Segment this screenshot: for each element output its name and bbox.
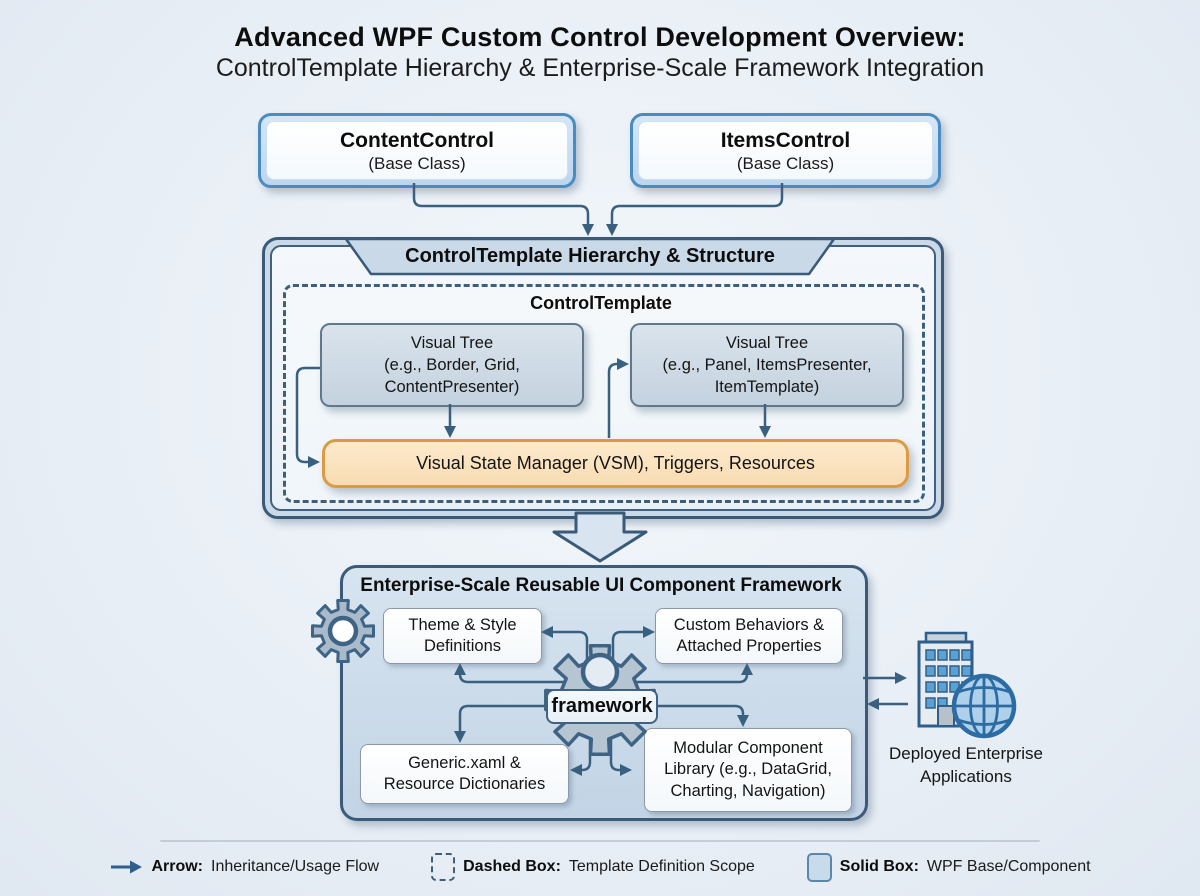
section-flow-arrow — [552, 511, 648, 563]
modular-library-node: Modular Component Library (e.g., DataGri… — [644, 728, 852, 812]
deployment-arrows — [863, 672, 908, 710]
deployment-caption-line2: Applications — [920, 767, 1012, 786]
page-title: Advanced WPF Custom Control Development … — [234, 22, 966, 52]
legend-dashed-term: Dashed Box: — [463, 858, 561, 875]
items-control-title: ItemsControl — [720, 128, 851, 152]
theme-style-line1: Theme & Style — [408, 615, 517, 634]
visual-tree-content-box: Visual Tree (e.g., Border, Grid, Content… — [320, 323, 584, 407]
visual-tree-items-line2: (e.g., Panel, ItemsPresenter, — [662, 356, 872, 374]
custom-behaviors-line1: Custom Behaviors & — [673, 615, 825, 634]
theme-style-line2: Definitions — [423, 637, 502, 655]
deployment-caption-line1: Deployed Enterprise — [888, 744, 1044, 763]
arrow-icon — [111, 860, 143, 874]
legend-item-dashed: Dashed Box: Template Definition Scope — [431, 853, 755, 881]
legend-solid-desc: WPF Base/Component — [926, 858, 1091, 875]
legend-item-solid: Solid Box: WPF Base/Component — [806, 852, 1091, 882]
legend: Arrow: Inheritance/Usage Flow Dashed Box… — [0, 852, 1200, 882]
theme-style-node: Theme & Style Definitions — [383, 608, 542, 664]
content-control-subtitle: (Base Class) — [368, 153, 466, 173]
generic-xaml-node: Generic.xaml & Resource Dictionaries — [360, 744, 569, 804]
legend-arrow-desc: Inheritance/Usage Flow — [211, 858, 380, 875]
visual-tree-items-box: Visual Tree (e.g., Panel, ItemsPresenter… — [630, 323, 904, 407]
inheritance-arrows — [412, 183, 784, 236]
content-control-title: ContentControl — [340, 128, 494, 152]
globe-icon — [951, 673, 1017, 739]
template-flow-arrows — [295, 358, 771, 468]
framework-hub-arrows — [454, 626, 753, 776]
visual-tree-content-line3: ContentPresenter) — [384, 378, 520, 396]
content-control-box: ContentControl (Base Class) — [258, 113, 576, 188]
generic-xaml-line2: Resource Dictionaries — [383, 775, 546, 793]
modular-library-line2: Library (e.g., DataGrid, — [664, 760, 832, 779]
dashed-box-icon — [431, 853, 456, 881]
template-panel-banner-label: ControlTemplate Hierarchy & Structure — [405, 244, 775, 267]
legend-solid-term: Solid Box: — [839, 858, 919, 875]
custom-behaviors-node: Custom Behaviors & Attached Properties — [655, 608, 843, 664]
vsm-bar: Visual State Manager (VSM), Triggers, Re… — [322, 439, 909, 488]
legend-divider — [160, 840, 1040, 842]
modular-library-line3: Charting, Navigation) — [670, 781, 826, 800]
visual-tree-items-line1: Visual Tree — [725, 334, 809, 352]
items-control-subtitle: (Base Class) — [736, 153, 835, 173]
visual-tree-content-line2: (e.g., Border, Grid, — [384, 356, 520, 374]
legend-dashed-desc: Template Definition Scope — [568, 858, 755, 875]
legend-item-arrow: Arrow: Inheritance/Usage Flow — [109, 858, 379, 876]
items-control-box: ItemsControl (Base Class) — [630, 113, 941, 188]
custom-behaviors-line2: Attached Properties — [676, 637, 822, 655]
vsm-bar-label: Visual State Manager (VSM), Triggers, Re… — [416, 453, 815, 473]
page-subtitle: ControlTemplate Hierarchy & Enterprise-S… — [215, 54, 985, 82]
generic-xaml-line1: Generic.xaml & — [408, 753, 521, 772]
framework-panel-title: Enterprise-Scale Reusable UI Component F… — [360, 575, 842, 596]
content-control-box-inner: ContentControl (Base Class) — [266, 121, 568, 180]
items-control-box-inner: ItemsControl (Base Class) — [638, 121, 933, 180]
deployment-caption: Deployed Enterprise Applications — [860, 742, 1072, 788]
modular-library-line1: Modular Component — [673, 738, 823, 757]
template-panel-banner-shape — [344, 237, 836, 276]
legend-arrow-term: Arrow: — [151, 858, 204, 875]
solid-box-icon — [806, 852, 832, 882]
controltemplate-scope-label: ControlTemplate — [530, 293, 672, 313]
gear-icon — [311, 599, 375, 663]
visual-tree-content-line1: Visual Tree — [410, 334, 494, 352]
framework-hub-label: framework — [546, 689, 658, 724]
visual-tree-items-line3: ItemTemplate) — [714, 378, 820, 396]
